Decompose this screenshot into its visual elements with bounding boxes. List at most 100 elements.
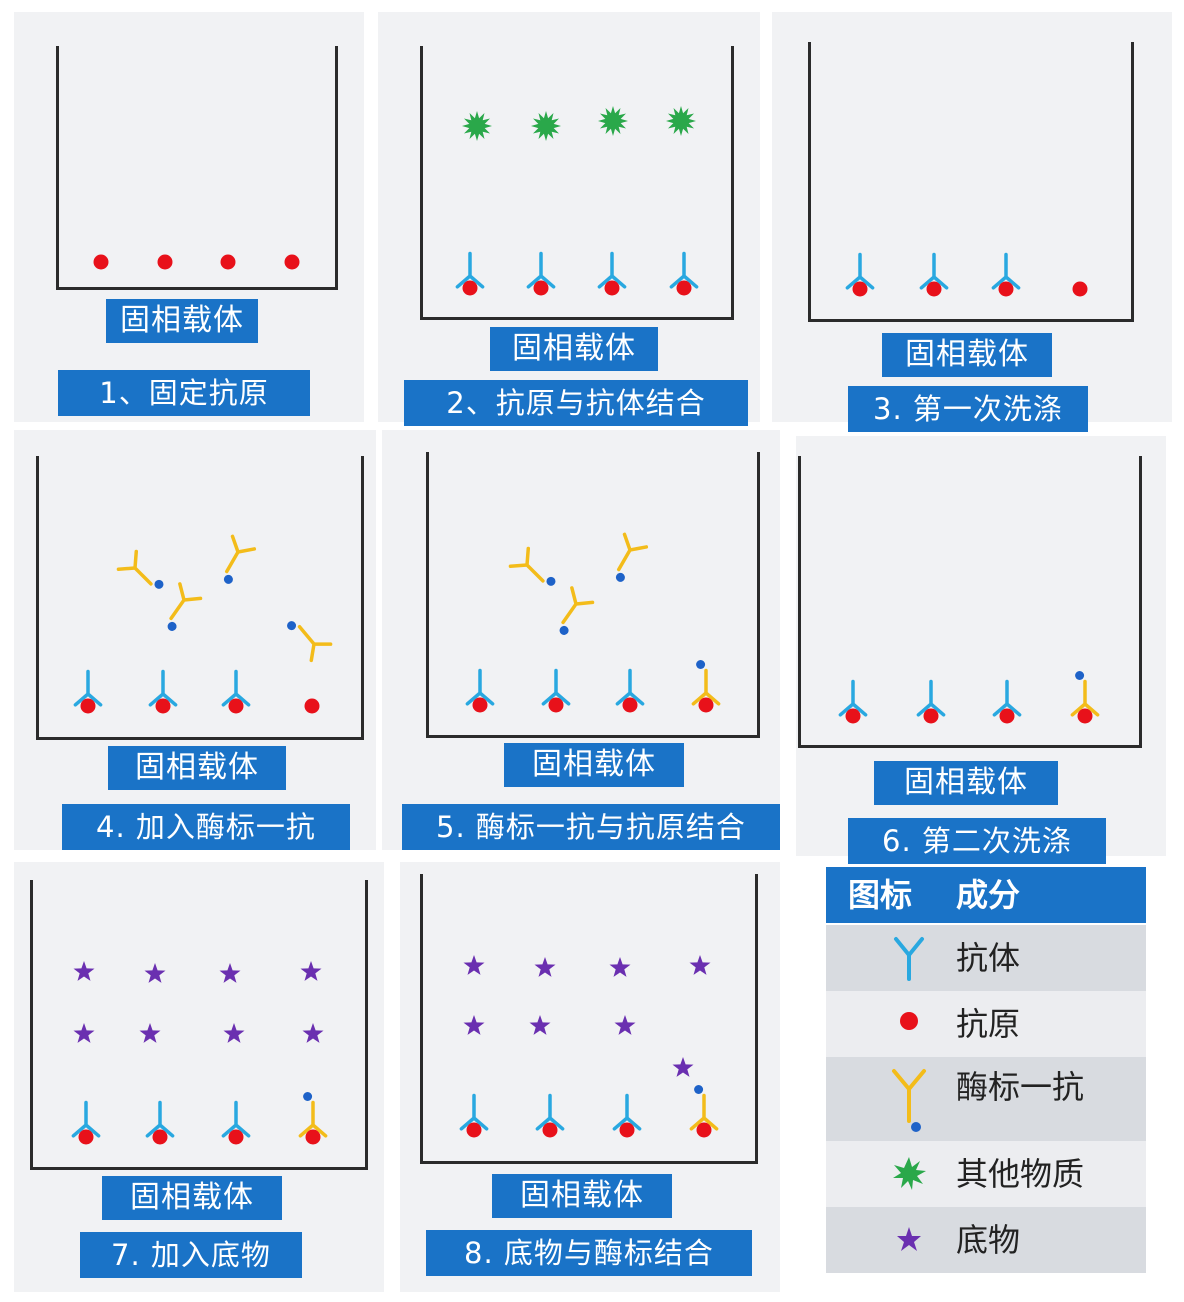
- antigen: [462, 280, 478, 296]
- bound-antibody: [148, 669, 178, 707]
- other-substance-icon: [893, 1157, 926, 1190]
- antigen: [152, 1129, 168, 1145]
- free-enzyme-antibody: [223, 534, 257, 584]
- substrate: [529, 1015, 551, 1035]
- antigen: [999, 708, 1015, 724]
- carrier-label-8: 固相载体: [492, 1174, 672, 1218]
- legend-label-enzyme-antibody: 酶标一抗: [956, 1068, 1085, 1106]
- legend-row-substrate: 底物: [826, 1207, 1146, 1273]
- substrate: [302, 1023, 324, 1043]
- well-1: [56, 46, 338, 290]
- substrate: [73, 1023, 95, 1043]
- free-enzyme-antibody: [116, 549, 164, 589]
- free-enzyme-antibody: [559, 586, 595, 635]
- antigen: [619, 1122, 635, 1138]
- bound-enzyme-antibody: [689, 1085, 719, 1131]
- bound-antibody: [145, 1100, 175, 1138]
- other-substance: [531, 111, 561, 141]
- antigen: [78, 1129, 94, 1145]
- antigen: [228, 1129, 244, 1145]
- bound-antibody: [526, 251, 556, 289]
- substrate: [300, 961, 322, 981]
- substrate: [223, 1023, 245, 1043]
- legend-label-substrate: 底物: [956, 1221, 1021, 1259]
- antigen: [852, 281, 868, 297]
- bound-antibody: [71, 1100, 101, 1138]
- carrier-label-6: 固相载体: [874, 761, 1058, 805]
- bound-antibody: [465, 668, 495, 706]
- carrier-label-4: 固相载体: [108, 746, 286, 790]
- antigen: [1077, 708, 1093, 724]
- substrate-icon: [897, 1227, 921, 1251]
- legend-row-other-substance: 其他物质: [826, 1141, 1146, 1207]
- substrate: [672, 1057, 694, 1077]
- well-4: [36, 456, 364, 740]
- antigen: [93, 254, 109, 270]
- well-3: [808, 42, 1134, 322]
- bound-antibody: [916, 679, 946, 717]
- legend-label-antibody: 抗体: [956, 939, 1021, 977]
- antigen: [548, 697, 564, 713]
- antigen: [220, 254, 236, 270]
- legend-label-other-substance: 其他物质: [956, 1155, 1085, 1193]
- antigen: [542, 1122, 558, 1138]
- well-5: [426, 452, 760, 738]
- free-enzyme-antibody: [167, 582, 203, 631]
- bound-antibody: [845, 252, 875, 290]
- substrate: [73, 961, 95, 981]
- step-caption-2: 2、抗原与抗体结合: [404, 380, 748, 426]
- antigen: [304, 698, 320, 714]
- carrier-label-3: 固相载体: [882, 333, 1052, 377]
- free-enzyme-antibody: [287, 621, 333, 663]
- legend-header: 图标 成分: [826, 867, 1146, 923]
- bound-antibody: [838, 679, 868, 717]
- bound-enzyme-antibody: [691, 660, 721, 706]
- antigen: [622, 697, 638, 713]
- antigen-icon: [900, 1012, 918, 1030]
- step-caption-6: 6. 第二次洗涤: [848, 818, 1106, 864]
- antigen: [155, 698, 171, 714]
- carrier-label-7: 固相载体: [102, 1176, 282, 1220]
- antibody-icon: [894, 937, 924, 981]
- legend-label-antigen: 抗原: [956, 1005, 1021, 1043]
- free-enzyme-antibody: [508, 546, 556, 586]
- carrier-label-5: 固相载体: [504, 743, 684, 787]
- panel-7-background: [14, 862, 384, 1292]
- legend: 图标 成分 抗体 抗原 酶标一抗 其他物质 底物: [826, 867, 1146, 1290]
- antigen: [923, 708, 939, 724]
- antigen: [284, 254, 300, 270]
- bound-antibody: [992, 679, 1022, 717]
- antigen: [698, 697, 714, 713]
- substrate: [139, 1023, 161, 1043]
- bound-enzyme-antibody: [298, 1092, 328, 1138]
- substrate: [534, 957, 556, 977]
- bound-antibody: [221, 1100, 251, 1138]
- antigen: [466, 1122, 482, 1138]
- panel-1-background: [14, 12, 364, 422]
- other-substance: [598, 106, 628, 136]
- step-caption-5: 5. 酶标一抗与抗原结合: [402, 804, 780, 850]
- antigen: [533, 280, 549, 296]
- bound-antibody: [612, 1093, 642, 1131]
- antigen: [80, 698, 96, 714]
- enzyme-antibody-icon: [892, 1069, 926, 1132]
- panel-8-background: [400, 862, 780, 1292]
- bound-antibody: [73, 669, 103, 707]
- substrate: [463, 955, 485, 975]
- bound-antibody: [541, 668, 571, 706]
- step-caption-1: 1、固定抗原: [58, 370, 310, 416]
- antigen: [604, 280, 620, 296]
- bound-antibody: [597, 251, 627, 289]
- step-caption-3: 3. 第一次洗涤: [848, 386, 1088, 432]
- well-2: [420, 46, 734, 320]
- bound-antibody: [455, 251, 485, 289]
- substrate: [689, 955, 711, 975]
- substrate: [614, 1015, 636, 1035]
- legend-header-icon: 图标: [848, 876, 913, 914]
- other-substance: [666, 106, 696, 136]
- legend-row-antibody: 抗体: [826, 925, 1146, 991]
- substrate: [144, 963, 166, 983]
- bound-antibody: [919, 252, 949, 290]
- antigen: [305, 1129, 321, 1145]
- antigen: [472, 697, 488, 713]
